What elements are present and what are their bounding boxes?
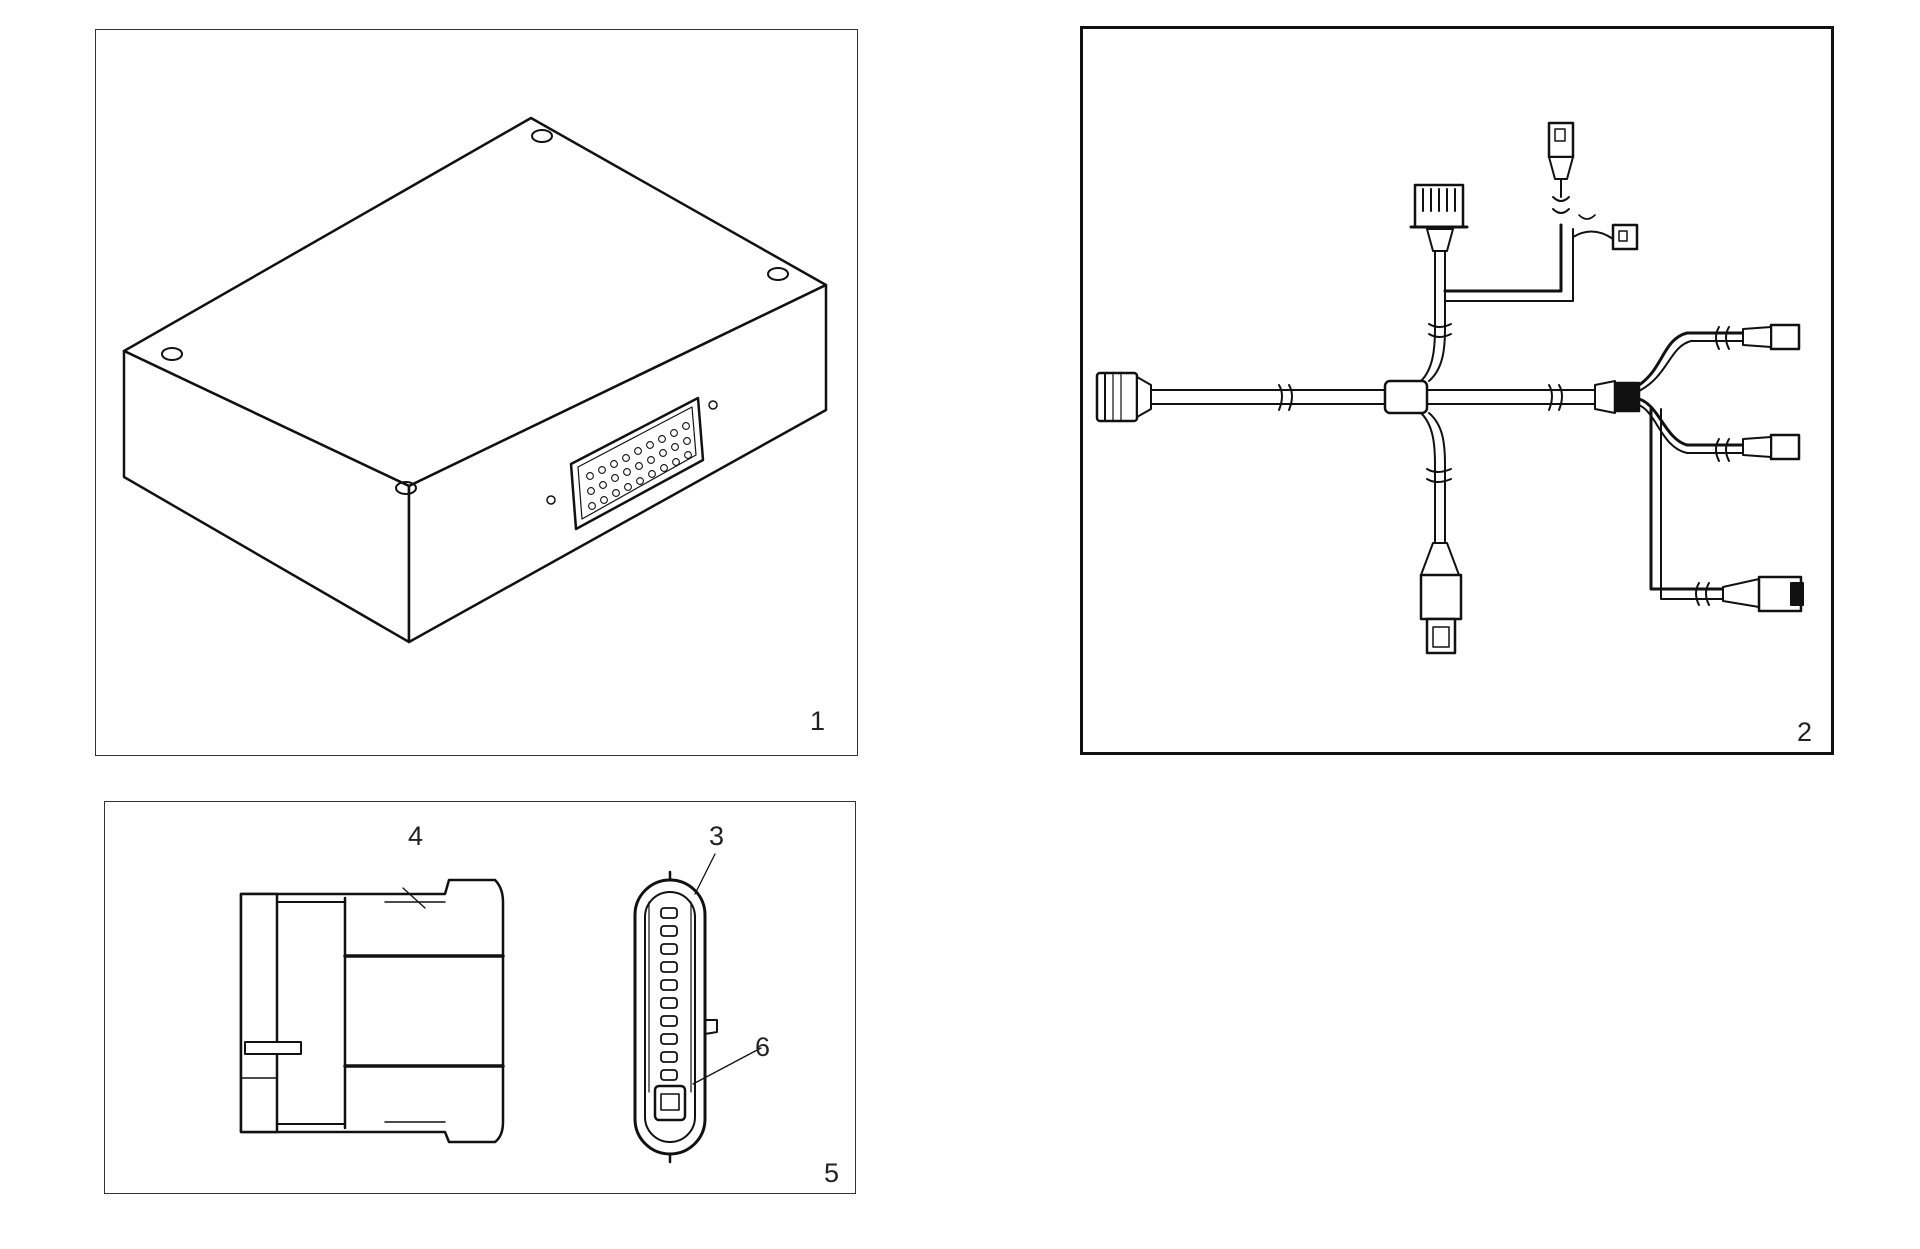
connector-face-pins [660,907,678,1081]
mount-hole [531,129,553,143]
plug-branch-1 [1769,323,1801,351]
mount-hole [395,481,417,495]
panel-label-5: 5 [824,1158,840,1188]
latch [653,1084,687,1122]
panel-label-1: 1 [810,706,826,736]
connector-body [239,878,505,1144]
rectangular-connector-bottom [1419,573,1463,621]
control-unit-drawing [122,116,828,644]
plug-branch-2 [1769,433,1801,461]
dsub-pins [586,422,692,510]
wiring-harness-drawing [1095,121,1804,655]
callout-3: 3 [709,821,725,851]
pigtail-plug [1611,223,1639,251]
panel-wiring-harness: 2 [1080,26,1834,755]
panel-label-2: 2 [1797,717,1813,747]
mount-hole [161,347,183,361]
callout-6: 6 [755,1032,771,1062]
sensor-plug-top [1547,121,1575,159]
mount-hole [767,267,789,281]
harness-junction [1383,379,1429,415]
round-connector-left [1095,371,1139,423]
callout-4: 4 [408,821,424,851]
connectors-drawing [239,853,762,1164]
panel-connectors: 4 3 6 5 [104,801,856,1194]
panel-control-unit: 1 [95,29,858,756]
connector-clip [244,1041,302,1055]
